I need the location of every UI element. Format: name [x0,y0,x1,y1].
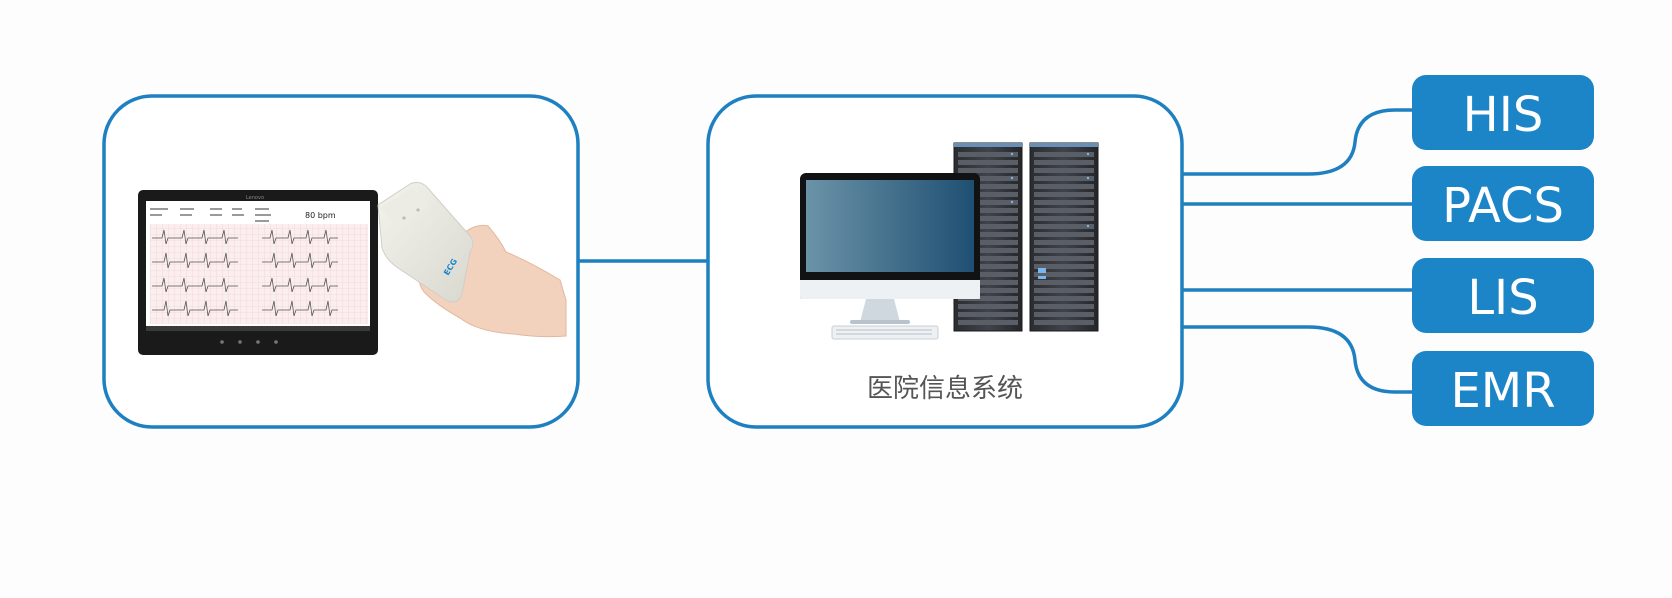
system-box-emr [1412,351,1594,426]
connector-lines [577,108,1420,394]
his-system-caption: 医院信息系统 [867,374,1023,404]
ecg-tablet-icon: Lenovo 80 bpm [138,190,378,355]
link-emr [1182,325,1420,394]
system-box-lis [1412,258,1594,333]
link-his [1182,108,1420,176]
system-box-his [1412,75,1594,150]
system-label-emr: EMR [1450,363,1555,419]
system-label-pacs: PACS [1442,178,1564,234]
tablet-heart-rate: 80 bpm [305,211,336,220]
system-boxes: HIS PACS LIS EMR [1412,75,1594,426]
ecg-device-icon: ECG [377,181,567,338]
keyboard-icon [831,325,939,340]
system-label-lis: LIS [1467,270,1538,326]
system-label-his: HIS [1463,87,1544,143]
desktop-monitor-icon [800,173,980,340]
system-box-pacs [1412,166,1594,241]
tablet-brand: Lenovo [246,195,264,201]
